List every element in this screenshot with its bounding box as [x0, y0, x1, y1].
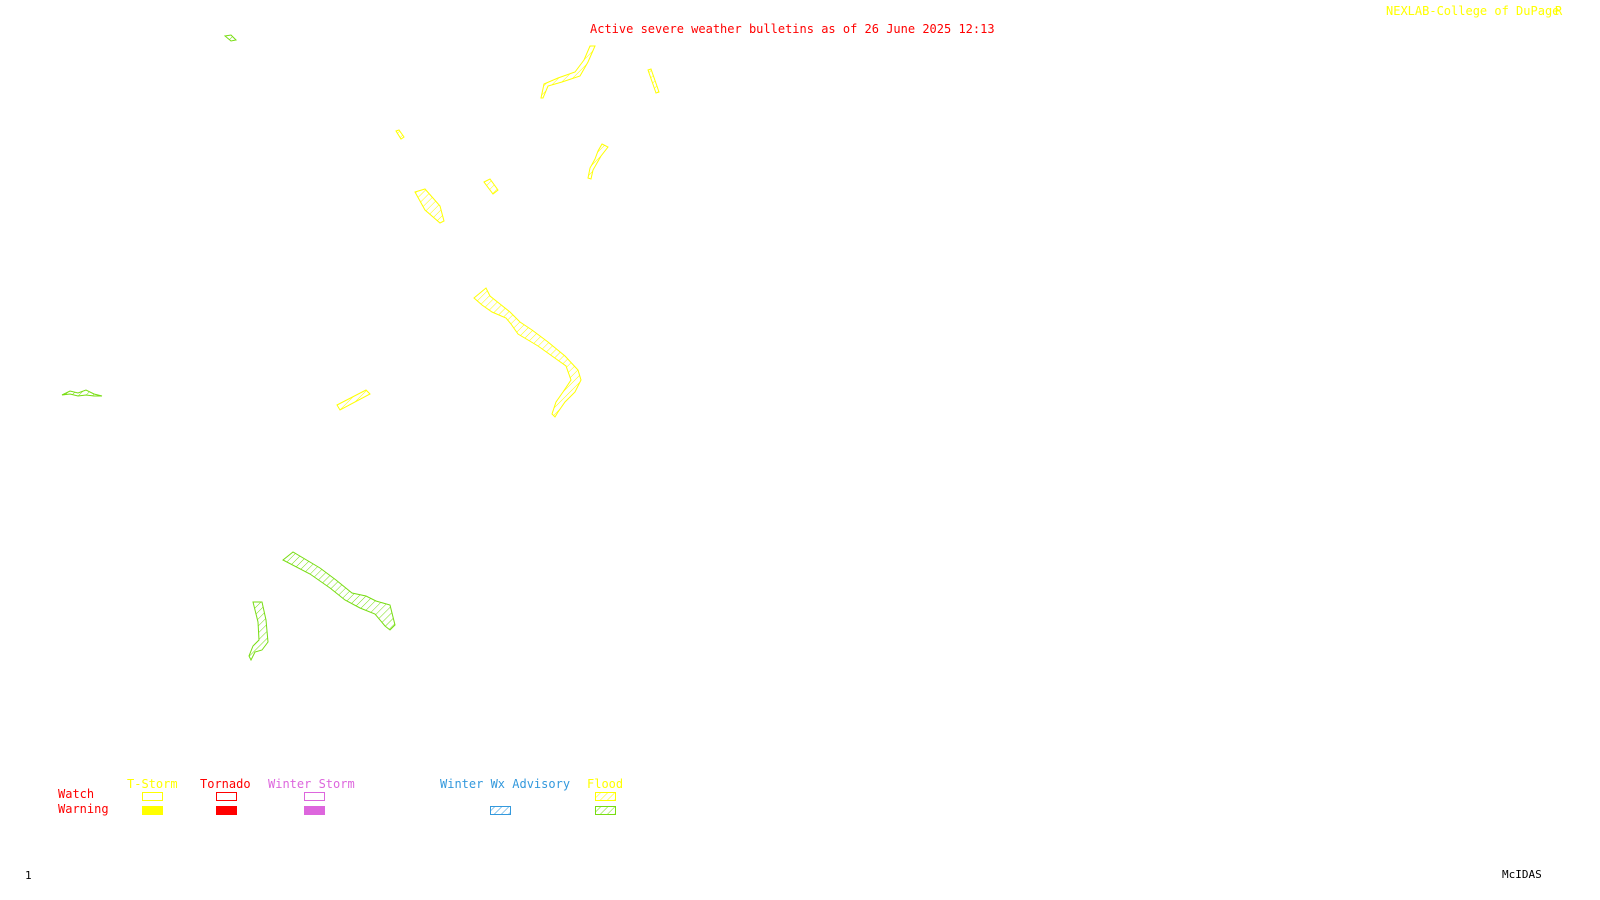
legend-flood-label: Flood	[587, 777, 624, 791]
flood-watch-area	[483, 178, 499, 195]
tornado-warning-swatch	[216, 806, 237, 815]
flood-warning-area	[223, 34, 238, 42]
legend-warning-row-label: Warning	[58, 802, 109, 816]
frame-number: 1	[25, 869, 32, 882]
flood-watch-area	[540, 45, 596, 99]
legend-tornado-label: Tornado	[200, 777, 251, 791]
legend-watch-row-label: Watch	[58, 787, 95, 801]
winter-storm-warning-swatch	[304, 806, 325, 815]
legend-swatches	[142, 792, 616, 815]
registered-mark: R	[1555, 4, 1563, 18]
source-credit: NEXLAB-College of DuPage	[1386, 4, 1560, 18]
flood-watch-area	[414, 188, 445, 224]
legend-tstorm-label: T-Storm	[127, 777, 178, 791]
flood-warning-area	[282, 551, 396, 631]
software-label: McIDAS	[1502, 868, 1542, 881]
flood-warning-area	[61, 389, 103, 397]
winter-advisory-swatch	[490, 806, 511, 815]
flood-watch-area	[587, 143, 609, 180]
legend-winter-storm-label: Winter Storm	[268, 777, 355, 791]
winter-storm-watch-swatch	[304, 792, 325, 801]
legend-winter-advisory-label: Winter Wx Advisory	[440, 777, 571, 791]
flood-warning-area	[248, 601, 269, 662]
flood-warning-areas	[61, 34, 396, 662]
flood-watch-areas	[336, 45, 660, 418]
flood-watch-area	[647, 68, 660, 94]
tstorm-warning-swatch	[142, 806, 163, 815]
tornado-watch-swatch	[216, 792, 237, 801]
tstorm-watch-swatch	[142, 792, 163, 801]
bulletin-title: Active severe weather bulletins as of 26…	[590, 22, 995, 36]
flood-watch-area	[336, 389, 371, 411]
flood-watch-area	[395, 129, 405, 140]
flood-warning-swatch	[595, 806, 616, 815]
flood-watch-area	[473, 287, 582, 418]
flood-watch-swatch	[595, 792, 616, 801]
